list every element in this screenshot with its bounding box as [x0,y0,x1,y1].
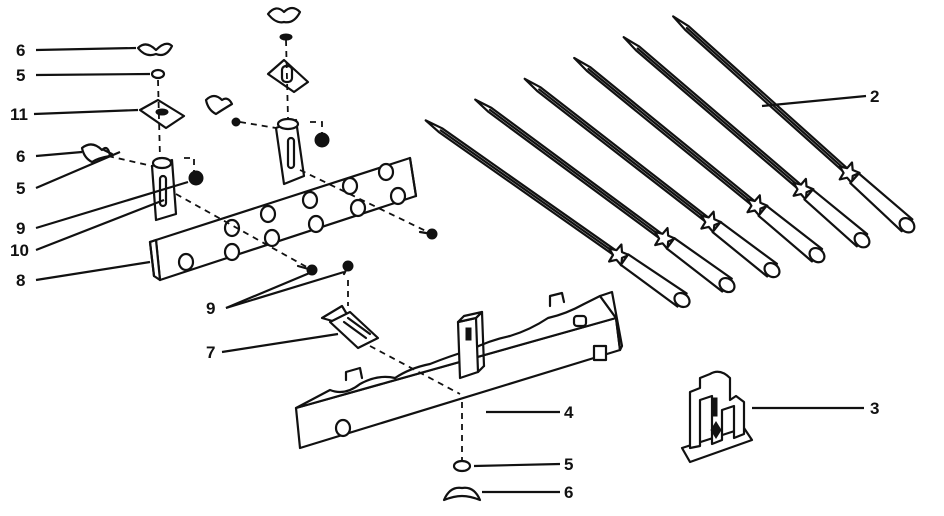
screws [296,228,438,276]
bracket-hole [259,204,277,224]
skewer-set [424,15,916,309]
callout-3: 3 [870,399,879,418]
callout-5-bottom: 5 [564,455,573,474]
bracket-hole [307,214,325,234]
leader-lines [33,46,867,494]
bracket-hole [177,252,195,272]
callout-4: 4 [564,403,574,422]
callout-6-bottom: 6 [564,483,573,502]
center-upright-assembly [204,6,330,186]
bracket-hole [377,162,395,182]
callout-5-side: 5 [16,179,25,198]
skewer [672,15,916,234]
skewer [622,36,871,249]
front-bracket-part-4 [294,290,624,450]
bracket-hole [223,242,241,262]
left-upright-assembly [80,42,204,222]
mounting-clip-part-3 [680,370,754,464]
rear-bracket-part-8 [148,156,418,282]
callout-8: 8 [16,271,25,290]
skewer [424,119,691,309]
callout-5-top: 5 [16,66,25,85]
callout-7: 7 [206,343,215,362]
bracket-hole [349,198,367,218]
callout-6-top: 6 [16,41,25,60]
callout-9-lower: 9 [206,299,215,318]
skewer [523,77,781,279]
assembly-lines [107,39,463,460]
skewer [573,56,826,264]
callout-11: 11 [10,105,28,124]
callout-2: 2 [870,87,879,106]
callout-10: 10 [10,241,29,260]
bracket-hole [389,186,407,206]
bracket-hole [341,176,359,196]
bottom-fasteners [442,459,482,502]
callout-labels: 6 5 11 6 5 9 10 8 9 7 2 3 4 5 6 [10,41,879,502]
clip-part-7 [320,304,380,350]
callout-6-side: 6 [16,147,25,166]
bracket-hole [263,228,281,248]
callout-9-upper: 9 [16,219,25,238]
skewer [474,98,736,294]
bracket-hole [301,190,319,210]
